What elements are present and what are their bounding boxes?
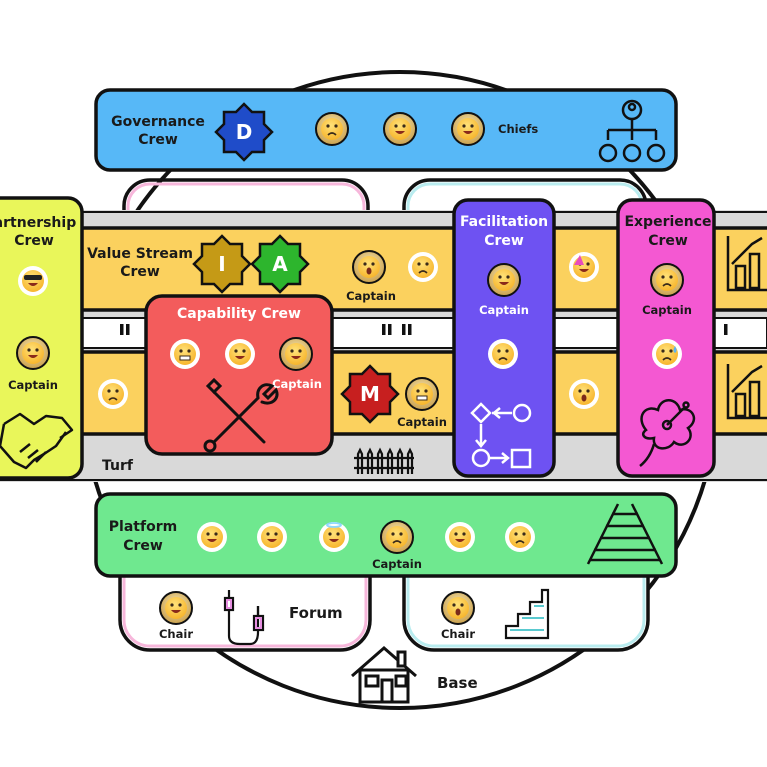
facilitation-crew[interactable]: Facilitation Crew Captain [452,198,556,478]
emoji-layer [16,112,684,625]
badge-a: A [250,234,310,294]
value-stream-captain-label: Captain [346,289,396,303]
svg-text:A: A [272,252,288,276]
emoji-face [487,263,521,297]
platform-captain-label: Captain [372,557,422,571]
emoji-face [408,252,438,282]
platform-title-2: Crew [123,538,163,554]
value-stream-title-2: Crew [120,264,160,280]
handshake-icon [0,412,74,470]
railway-track-icon [586,503,664,565]
emoji-face [16,336,50,370]
emoji-face [405,377,439,411]
experience-title-2: Crew [648,233,688,249]
emoji-face [279,337,313,371]
turf-label: Turf [102,458,134,474]
house-icon [351,646,417,704]
experience-title-1: Experience [624,214,711,230]
wrench-screwdriver-icon [203,377,279,453]
badge-i: I [192,234,252,294]
base-label: Base [437,674,478,692]
svg-text:I: I [218,252,225,276]
partnership-title-2: Crew [14,233,54,249]
emoji-face [352,250,386,284]
emoji-face [488,339,518,369]
governance-title-1: Governance [111,114,205,130]
partnership-captain-label: Captain [8,378,58,392]
emoji-face [451,112,485,146]
emoji-face [319,522,349,552]
growth-chart-icon-2 [726,364,767,420]
forum-chair-label: Chair [159,627,193,641]
emoji-face [445,522,475,552]
partnership-title-1: Partnership [0,215,76,231]
platform-title-1: Platform [109,519,177,535]
emoji-face [569,252,599,282]
chiefs-label: Chiefs [498,122,538,136]
badge-d: D [214,102,274,162]
emoji-face [18,266,48,296]
emoji-face [441,591,475,625]
growth-chart-icon [726,236,767,292]
emoji-face [650,263,684,297]
facilitation-captain-label: Captain [479,303,529,317]
flow-diagram-icon [470,402,532,469]
experience-captain-label: Captain [642,303,692,317]
cable-icon [223,590,265,646]
emoji-face [98,379,128,409]
svg-text:M: M [360,382,380,406]
emoji-face [383,112,417,146]
emoji-face [159,591,193,625]
governance-title-2: Crew [138,132,178,148]
org-chart-icon [598,99,666,163]
experience-crew[interactable]: Experience Crew Captain [616,198,716,478]
emoji-face [505,522,535,552]
emoji-face [315,112,349,146]
pause-markers [120,324,728,335]
emoji-face [380,520,414,554]
emoji-face [257,522,287,552]
capability-captain-label: Captain [272,377,322,391]
fence-icon [354,447,414,474]
emoji-face [569,379,599,409]
value-stream-title-1: Value Stream [87,246,193,262]
hibiscus-icon [639,399,696,467]
capability-crew[interactable]: Capability Crew Captain [144,294,334,456]
emoji-face [652,339,682,369]
stairs-icon [504,588,550,640]
emoji-face [170,339,200,369]
forum-label: Forum [289,604,343,622]
base-chair-label: Chair [441,627,475,641]
facilitation-title-1: Facilitation [460,214,548,230]
facilitation-title-2: Crew [484,233,524,249]
svg-text:D: D [236,120,253,144]
capability-title: Capability Crew [177,306,301,322]
badge-m: M [340,364,400,424]
emoji-face [225,339,255,369]
emoji-face [197,522,227,552]
value-stream-captain2-label: Captain [397,415,447,429]
